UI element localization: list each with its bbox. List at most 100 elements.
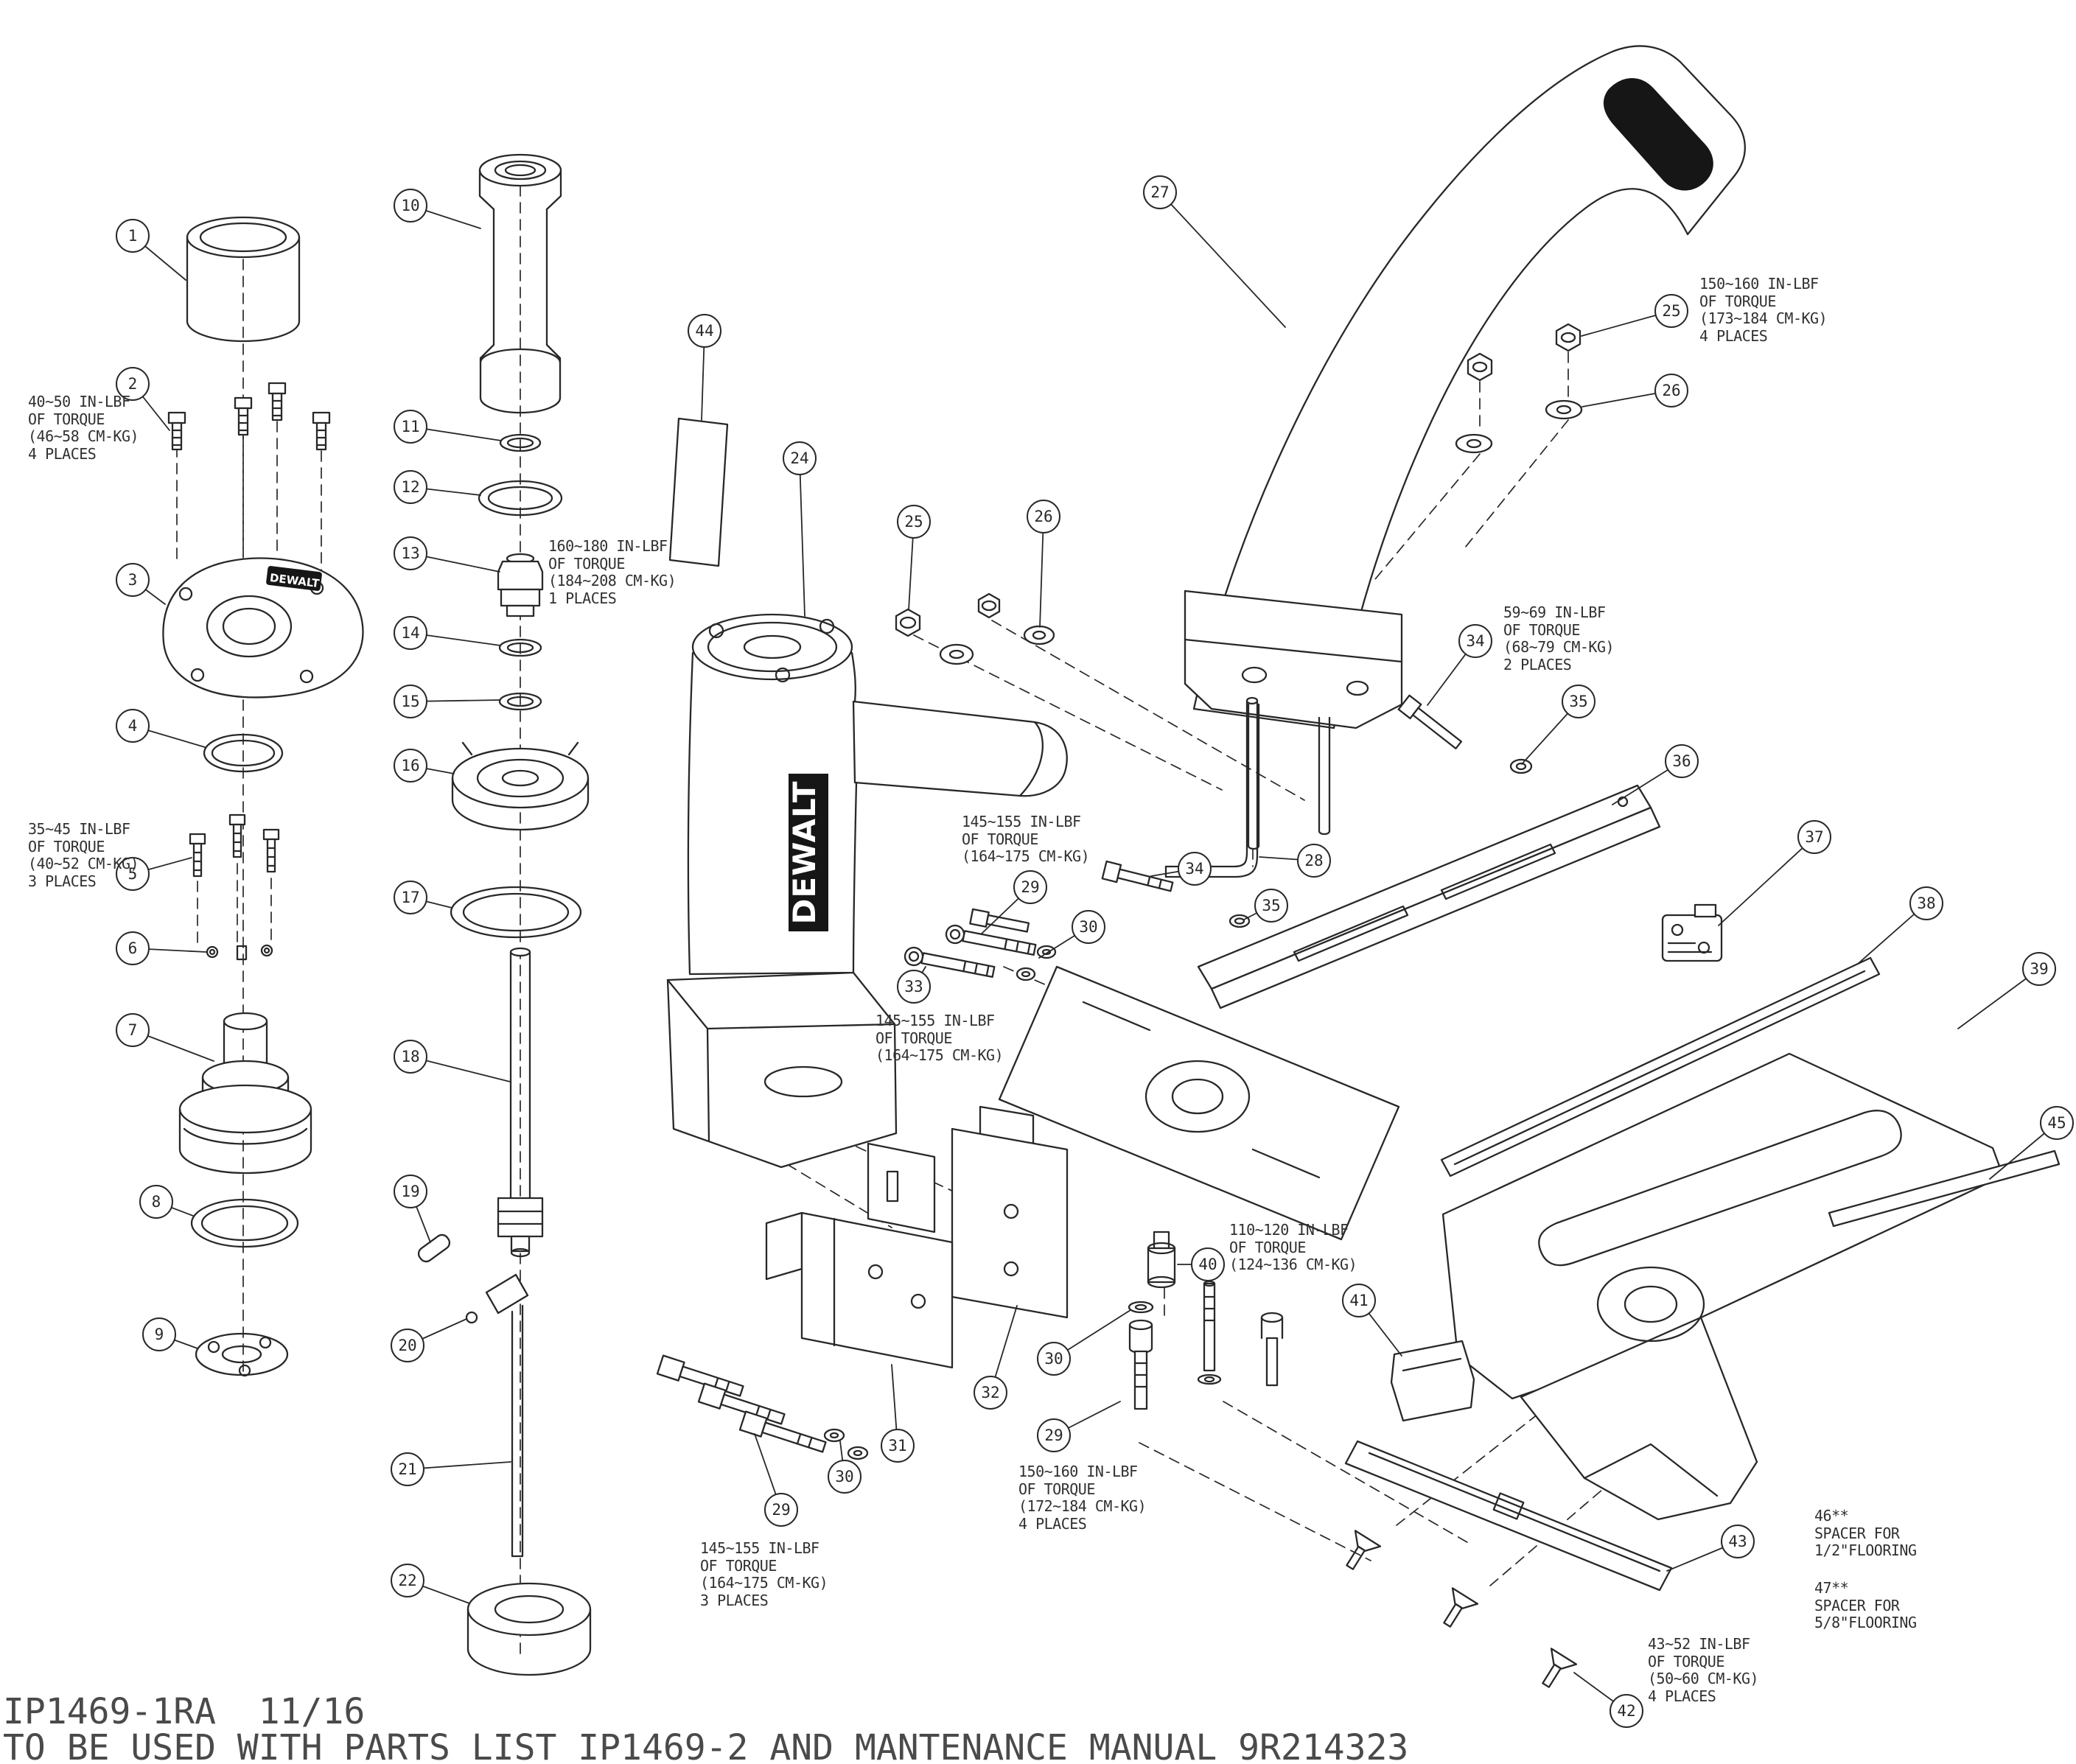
callout-9: 9 [142, 1317, 176, 1351]
callout-37: 37 [1797, 820, 1831, 854]
part-34-35-right-bolt-washer [1397, 694, 1533, 774]
part-14-o-ring [498, 638, 542, 657]
part-1-cap [186, 216, 301, 343]
note-line: 1 PLACES [548, 589, 617, 607]
callout-6: 6 [116, 931, 150, 965]
note-line: (124~136 CM-KG) [1229, 1256, 1357, 1274]
part-13-valve-fitting [497, 553, 544, 617]
part-19-pin [417, 1233, 451, 1263]
note-line: (46~58 CM-KG) [28, 427, 139, 446]
part-41-block [1390, 1340, 1475, 1422]
callout-13: 13 [394, 536, 427, 570]
part-37-spacer-block [1661, 903, 1723, 962]
callout-leader-24 [799, 458, 805, 617]
callout-21: 21 [391, 1452, 424, 1486]
note-line: 110~120 IN-LBF [1229, 1221, 1349, 1239]
callout-32: 32 [974, 1376, 1007, 1410]
part-15-o-ring [498, 692, 542, 711]
callout-11: 11 [394, 410, 427, 444]
note-line: 4 PLACES [1018, 1514, 1087, 1533]
callout-25-a: 25 [1654, 294, 1688, 328]
callout-leader-26-b [1039, 516, 1044, 628]
note-line: (172~184 CM-KG) [1018, 1497, 1147, 1516]
note-line: (164~175 CM-KG) [962, 847, 1090, 866]
note-line: 145~155 IN-LBF [962, 813, 1081, 830]
note-line: 3 PLACES [700, 1591, 769, 1609]
note-line: 3 PLACES [28, 872, 97, 890]
note-line: OF TORQUE [548, 554, 625, 573]
callout-8: 8 [139, 1185, 173, 1219]
callout-41: 41 [1342, 1284, 1376, 1317]
callout-22: 22 [391, 1564, 424, 1597]
note-line: (164~175 CM-KG) [876, 1046, 1004, 1065]
part-21-driver-blade [485, 1273, 529, 1558]
note-line: 59~69 IN-LBF [1503, 603, 1606, 621]
callout-30-c: 30 [1072, 910, 1105, 944]
note-line: (68~79 CM-KG) [1503, 638, 1615, 657]
part-10-cylinder [478, 153, 562, 414]
note-line: SPACER FOR [1814, 1596, 1900, 1614]
callout-35-b: 35 [1562, 685, 1596, 718]
note-line: OF TORQUE [876, 1029, 952, 1047]
part-4-o-ring [203, 733, 284, 773]
callout-29-e: 29 [1037, 1418, 1071, 1452]
note-line: OF TORQUE [28, 410, 105, 428]
part-29-30-lower-mid-bolts [1128, 1280, 1284, 1410]
callout-12: 12 [394, 470, 427, 504]
callout-4: 4 [116, 709, 150, 743]
callout-34-a: 34 [1178, 852, 1212, 886]
note-line: 4 PLACES [28, 444, 97, 463]
note-line: OF TORQUE [1648, 1652, 1724, 1670]
note-line: OF TORQUE [1018, 1480, 1095, 1498]
part-27-handle [1184, 45, 1746, 850]
callout-44: 44 [688, 314, 721, 348]
part-18-driver-rod [497, 947, 544, 1258]
callout-25-b: 25 [897, 505, 931, 539]
note-line: OF TORQUE [1503, 620, 1580, 639]
part-17-o-ring [450, 886, 582, 939]
part-12-o-ring [478, 480, 563, 517]
part-7-piston [178, 1012, 312, 1175]
part-38-strip [1440, 956, 1881, 1177]
note-line: 160~180 IN-LBF [548, 537, 668, 555]
callout-29-c: 29 [1013, 870, 1047, 904]
part-39-base-plate [1441, 1052, 2005, 1521]
callout-34-b: 34 [1458, 624, 1492, 658]
part-44-label [668, 417, 729, 567]
note-line: 150~160 IN-LBF [1699, 275, 1819, 293]
note-line: 4 PLACES [1648, 1687, 1716, 1705]
note-line: 2 PLACES [1503, 655, 1572, 673]
note-line: 43~52 IN-LBF [1648, 1635, 1750, 1653]
note-line: (173~184 CM-KG) [1699, 309, 1828, 328]
part-25-26-mid-fasteners [895, 592, 1055, 665]
callout-30-e: 30 [1037, 1342, 1071, 1376]
callout-45: 45 [2040, 1106, 2074, 1140]
callout-16: 16 [394, 749, 427, 783]
part-9-gasket [195, 1332, 289, 1377]
callout-29-d: 29 [764, 1493, 798, 1527]
note-line: 46** [1814, 1507, 1849, 1525]
callout-19: 19 [394, 1175, 427, 1208]
callout-leader-21 [407, 1461, 511, 1470]
part-3-head-valve-cap: DEWALT [162, 557, 364, 699]
note-line: 150~160 IN-LBF [1018, 1463, 1138, 1480]
part-33-29-30-bolt-cluster [904, 908, 1057, 981]
body-brand-logo: DEWALT [786, 781, 822, 925]
callout-40: 40 [1191, 1247, 1225, 1281]
callout-leader-27 [1159, 192, 1286, 328]
callout-35-a: 35 [1254, 889, 1288, 923]
callout-7: 7 [116, 1013, 150, 1047]
note-line: 40~50 IN-LBF [28, 393, 130, 410]
note-line: OF TORQUE [28, 837, 105, 855]
callout-leader-18 [410, 1056, 511, 1082]
part-8-o-ring [190, 1198, 299, 1248]
callout-24: 24 [783, 441, 817, 475]
usage-note: TO BE USED WITH PARTS LIST IP1469-2 AND … [3, 1727, 1409, 1764]
